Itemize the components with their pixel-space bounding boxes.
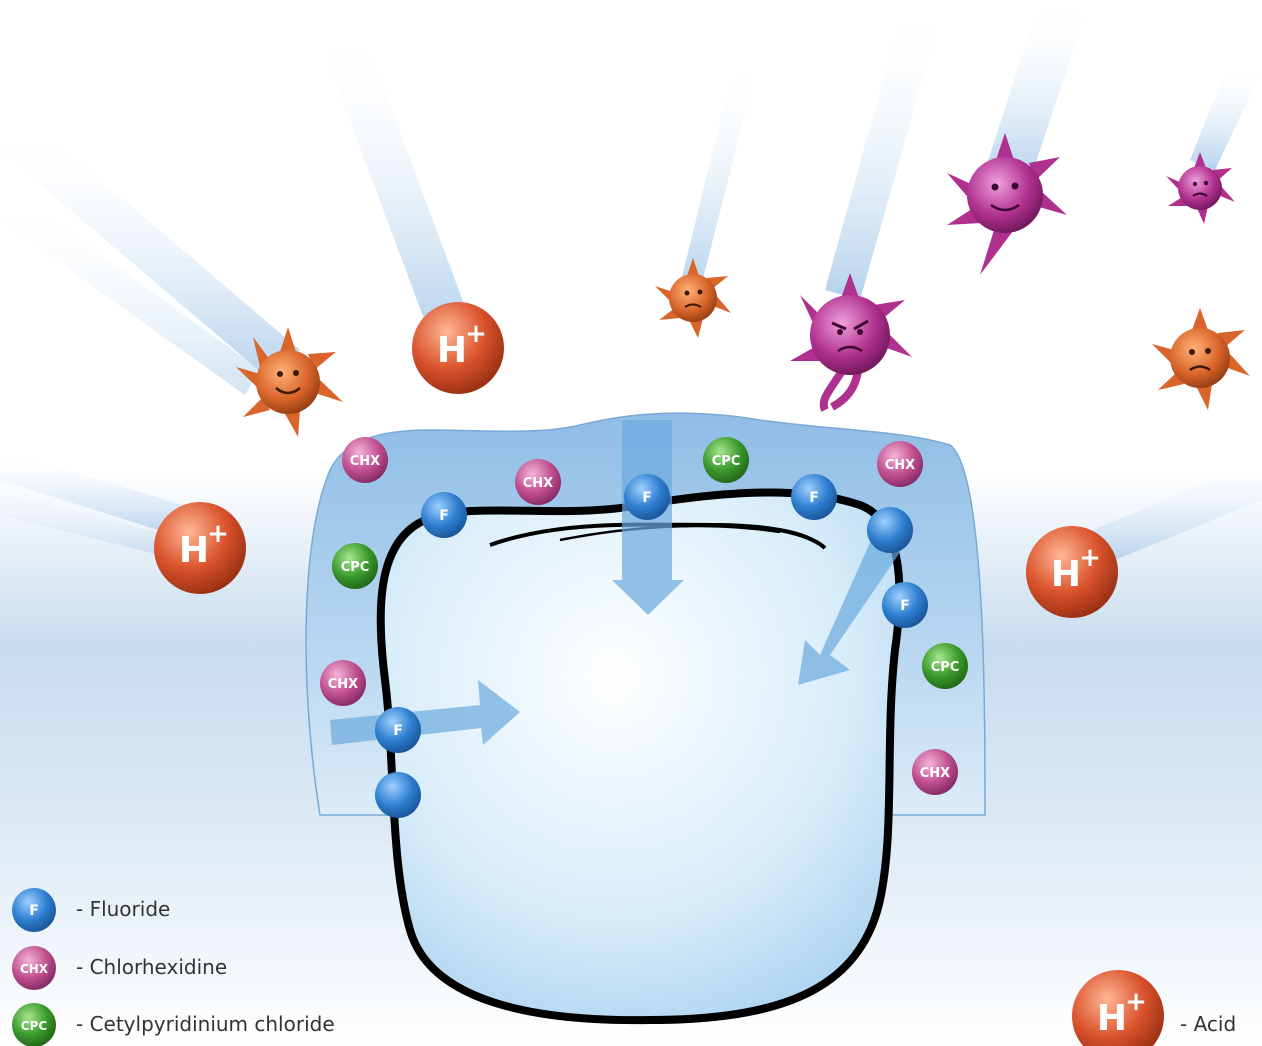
- svg-text:CHX: CHX: [523, 476, 553, 491]
- fluoride-ball: F: [375, 707, 421, 753]
- chx-ball: CHX: [320, 660, 366, 706]
- legend-acid: - Acid: [1168, 1012, 1236, 1036]
- svg-text:H: H: [179, 530, 209, 571]
- acid-ball-3: H +: [1026, 526, 1118, 618]
- svg-text:CHX: CHX: [328, 677, 358, 692]
- legend-chlorhexidine-icon: CHX: [12, 946, 56, 990]
- fluoride-ball: F: [624, 474, 670, 520]
- cpc-ball: CPC: [703, 437, 749, 483]
- svg-text:+: +: [207, 519, 229, 549]
- svg-text:CPC: CPC: [341, 560, 370, 575]
- svg-text:H: H: [1051, 554, 1081, 595]
- svg-text:F: F: [642, 490, 652, 506]
- svg-text:CHX: CHX: [920, 766, 950, 781]
- legend-fluoride: - Fluoride: [64, 897, 170, 921]
- svg-text:F: F: [439, 508, 449, 524]
- fluoride-ball: [867, 507, 913, 553]
- acid-ball-1: H +: [412, 302, 504, 394]
- svg-text:F: F: [900, 598, 910, 614]
- svg-text:H: H: [437, 330, 467, 371]
- svg-text:+: +: [1125, 987, 1147, 1017]
- svg-text:CPC: CPC: [712, 454, 741, 469]
- svg-text:F: F: [29, 903, 39, 919]
- legend-cpc: - Cetylpyridinium chloride: [64, 1012, 335, 1036]
- chx-ball: CHX: [877, 441, 923, 487]
- svg-text:F: F: [393, 723, 403, 739]
- cpc-ball: CPC: [332, 543, 378, 589]
- legend-cpc-icon: CPC: [12, 1003, 56, 1046]
- svg-text:+: +: [1079, 543, 1101, 573]
- legend-acid-label: - Acid: [1180, 1012, 1236, 1036]
- svg-text:CHX: CHX: [20, 962, 49, 976]
- chx-ball: CHX: [342, 437, 388, 483]
- fluoride-ball: [375, 772, 421, 818]
- chx-ball: CHX: [515, 459, 561, 505]
- svg-text:CHX: CHX: [885, 458, 915, 473]
- legend-chlorhexidine-label: - Chlorhexidine: [76, 955, 227, 979]
- legend-fluoride-label: - Fluoride: [76, 897, 170, 921]
- svg-text:CHX: CHX: [350, 454, 380, 469]
- svg-text:CPC: CPC: [931, 660, 960, 675]
- svg-text:H: H: [1097, 998, 1127, 1039]
- acid-ball-2: H +: [154, 502, 246, 594]
- fluoride-ball: F: [882, 582, 928, 628]
- legend-cpc-label: - Cetylpyridinium chloride: [76, 1012, 335, 1036]
- svg-text:CPC: CPC: [21, 1019, 48, 1033]
- fluoride-ball: F: [791, 474, 837, 520]
- legend-fluoride-icon: F: [12, 888, 56, 932]
- legend-chlorhexidine: - Chlorhexidine: [64, 955, 227, 979]
- svg-text:F: F: [809, 490, 819, 506]
- svg-text:+: +: [465, 319, 487, 349]
- cpc-ball: CPC: [922, 643, 968, 689]
- fluoride-ball: F: [421, 492, 467, 538]
- chx-ball: CHX: [912, 749, 958, 795]
